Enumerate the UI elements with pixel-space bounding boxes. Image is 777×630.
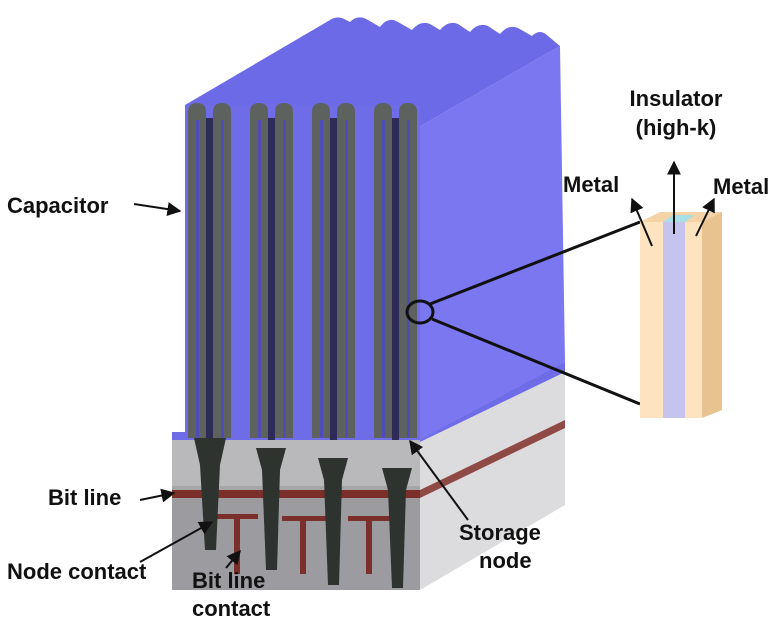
insulator-sub-label: (high-k) xyxy=(636,115,717,140)
layer-stack xyxy=(640,212,722,418)
bit-line-contact-label: Bit line xyxy=(192,568,265,593)
bit-line-contact-arrow xyxy=(225,549,241,569)
storage-node-sub-label: node xyxy=(479,548,532,573)
node-contact-label: Node contact xyxy=(7,559,147,584)
substrate-side-face xyxy=(420,370,565,590)
metal-left-arrow xyxy=(630,197,653,247)
storage-node-4 xyxy=(374,103,417,588)
capacitor-label: Capacitor xyxy=(7,193,109,218)
zoom-callout xyxy=(405,160,722,418)
node-contact-1 xyxy=(194,438,226,550)
metal-layer-left xyxy=(640,222,663,418)
storage-node-3 xyxy=(312,103,355,585)
storage-node-2 xyxy=(250,103,293,570)
zoom-circle xyxy=(405,299,435,325)
bit-line-contact-3-bar xyxy=(348,516,392,521)
bit-line-label: Bit line xyxy=(48,485,121,510)
bit-line-contact-3 xyxy=(366,518,372,574)
node-contact-arrow xyxy=(139,521,214,563)
bit-line-contact-sub-label: contact xyxy=(192,596,271,621)
metal-left-label: Metal xyxy=(563,172,619,197)
bit-line-arrow xyxy=(139,488,176,503)
bit-line-contact-1 xyxy=(234,516,240,574)
metal-layer-right xyxy=(685,222,702,418)
node-contact-2 xyxy=(256,448,286,570)
bit-line-contact-1-bar xyxy=(214,514,258,519)
bit-line-contact-2 xyxy=(300,518,306,574)
node-contact-3 xyxy=(318,458,348,585)
storage-nodes xyxy=(188,103,417,588)
storage-node-label: Storage xyxy=(459,520,541,545)
insulator-label: Insulator xyxy=(630,86,723,111)
bit-line-side xyxy=(420,420,565,498)
node-contact-4 xyxy=(382,468,412,588)
zoom-line-bottom xyxy=(431,317,641,406)
metal-right-arrow xyxy=(695,197,715,237)
capacitor-arrow xyxy=(133,202,182,217)
metal-right-label: Metal xyxy=(713,174,769,199)
bit-line-contact-2-bar xyxy=(282,516,326,521)
bit-line xyxy=(172,490,420,498)
storage-node-1 xyxy=(188,103,231,550)
insulator-layer xyxy=(663,222,685,418)
zoom-line-top xyxy=(429,220,641,306)
storage-node-arrow xyxy=(409,439,469,521)
capacitor-side-face xyxy=(405,46,565,440)
